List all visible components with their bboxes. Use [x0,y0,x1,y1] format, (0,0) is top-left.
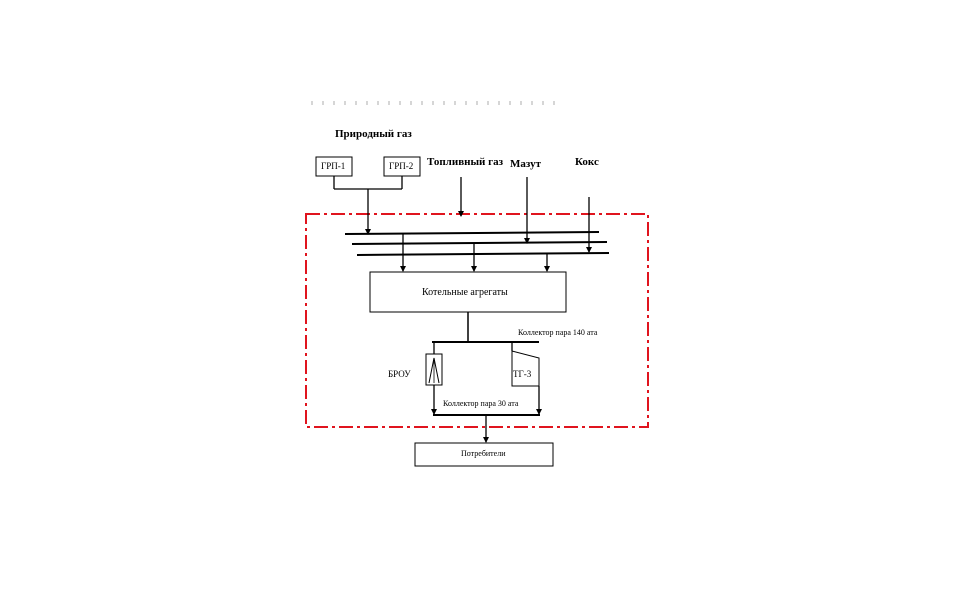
grp-connectors [333,176,403,190]
fuel-gas-label: Топливный газ [427,156,504,168]
boilers-label: Котельные агрегаты [422,287,508,298]
collector-140-label: Коллектор пара 140 ата [518,328,598,337]
coke-label: Кокс [575,156,599,168]
natural-gas-label: Природный газ [335,128,412,140]
system-boundary [305,213,649,428]
boilers-box [369,271,567,313]
consumers-box [414,442,554,467]
tg3-label: ТГ-3 [513,369,532,379]
fuel-oil-label: Мазут [510,158,541,170]
fuel-headers [344,231,610,256]
brou-symbol [428,357,440,384]
consumers-label: Потребители [461,449,506,458]
collector-30-label: Коллектор пара 30 ата [443,399,519,408]
faded-header-text [311,101,561,105]
brou-label: БРОУ [388,369,411,379]
grp2-label: ГРП-2 [389,161,414,171]
grp1-label: ГРП-1 [321,161,346,171]
